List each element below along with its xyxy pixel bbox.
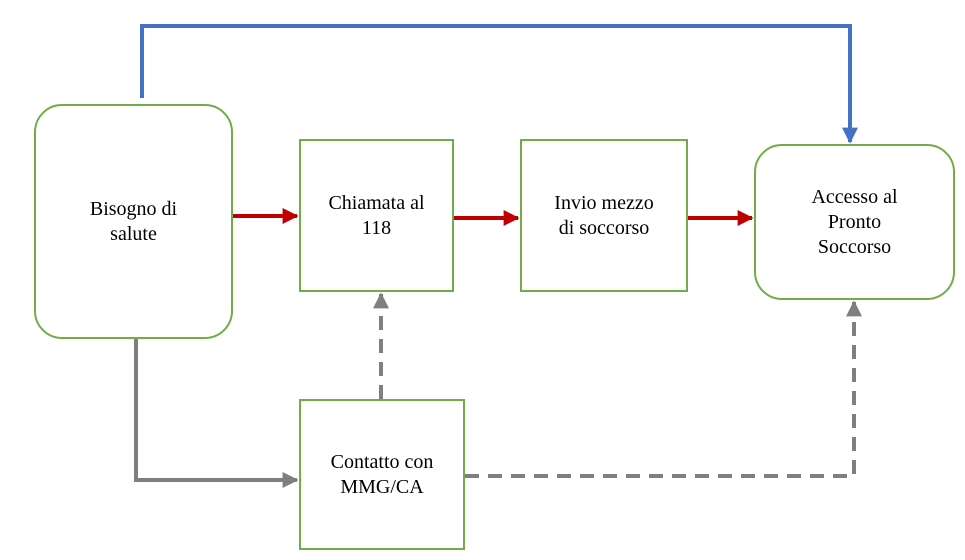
edge-bisogno-contatto [134,339,299,488]
node-bisogno-di-salute: Bisogno di salute [34,104,233,339]
node-accesso-pronto-soccorso: Accesso al Pronto Soccorso [754,144,955,300]
node-accesso-label: Accesso al Pronto Soccorso [811,185,898,258]
node-chiamata-label: Chiamata al 118 [328,191,425,239]
node-invio-label: Invio mezzo di soccorso [554,191,654,239]
node-invio-mezzo: Invio mezzo di soccorso [520,139,688,292]
edge-bisogno-accesso [140,24,858,144]
node-contatto-mmg-ca: Contatto con MMG/CA [299,399,465,550]
edge-contatto-accesso [465,300,862,478]
node-bisogno-label: Bisogno di salute [89,197,178,245]
node-chiamata-118: Chiamata al 118 [299,139,454,292]
node-contatto-label: Contatto con MMG/CA [330,450,434,498]
